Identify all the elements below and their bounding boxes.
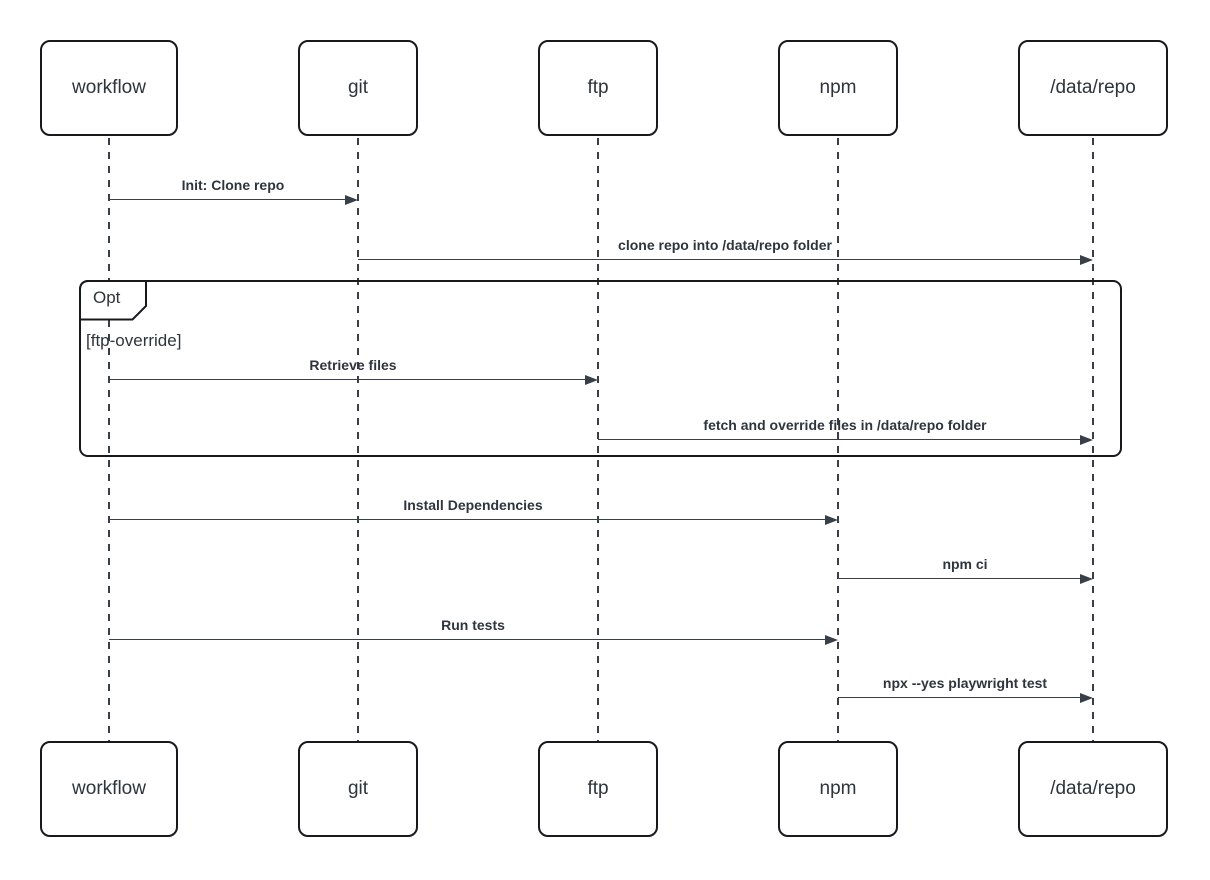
- message-line: [109, 379, 590, 380]
- lifeline-npm: [837, 138, 839, 742]
- arrowhead-icon: [825, 515, 838, 525]
- arrowhead-icon: [1080, 693, 1093, 703]
- message-label: Init: Clone repo: [181, 177, 285, 193]
- actor-npm-bottom: npm: [778, 741, 898, 837]
- arrowhead-icon: [825, 635, 838, 645]
- actor-git-bottom: git: [298, 741, 418, 837]
- message-line: [838, 578, 1085, 579]
- actor-npm-top: npm: [778, 40, 898, 136]
- actor-data-repo-bottom: /data/repo: [1018, 741, 1168, 837]
- message-label: Retrieve files: [309, 357, 397, 373]
- actor-workflow-top: workflow: [40, 40, 178, 136]
- opt-fragment-keyword: Opt: [93, 288, 121, 307]
- message-label: npm ci: [942, 556, 988, 572]
- message-label: Run tests: [441, 617, 505, 633]
- arrowhead-icon: [1080, 255, 1093, 265]
- message-label: npx --yes playwright test: [882, 675, 1048, 691]
- message-line: [358, 259, 1085, 260]
- lifeline-ftp: [597, 138, 599, 742]
- arrowhead-icon: [345, 195, 358, 205]
- arrowhead-icon: [1080, 574, 1093, 584]
- opt-fragment-condition: [ftp-override]: [86, 331, 182, 350]
- message-line: [109, 519, 830, 520]
- arrowhead-icon: [585, 375, 598, 385]
- actor-ftp-bottom: ftp: [538, 741, 658, 837]
- lifeline-data-repo: [1092, 138, 1094, 742]
- message-line: [598, 439, 1085, 440]
- message-label: fetch and override files in /data/repo f…: [703, 417, 987, 433]
- lifeline-workflow: [108, 138, 110, 742]
- actor-git-top: git: [298, 40, 418, 136]
- actor-workflow-bottom: workflow: [40, 741, 178, 837]
- message-line: [109, 199, 350, 200]
- message-label: Install Dependencies: [403, 497, 543, 513]
- message-line: [838, 697, 1085, 698]
- opt-fragment-tab: [79, 280, 147, 321]
- actor-data-repo-top: /data/repo: [1018, 40, 1168, 136]
- actor-ftp-top: ftp: [538, 40, 658, 136]
- message-label: clone repo into /data/repo folder: [618, 237, 832, 253]
- arrowhead-icon: [1080, 435, 1093, 445]
- lifeline-git: [357, 138, 359, 742]
- message-line: [109, 639, 830, 640]
